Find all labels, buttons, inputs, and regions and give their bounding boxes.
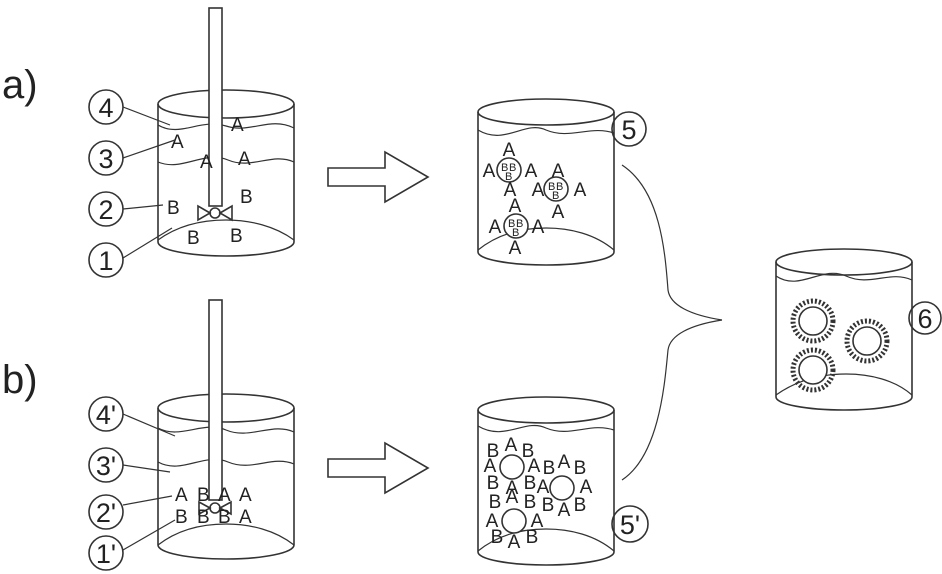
svg-text:A: A bbox=[200, 152, 213, 173]
coated-particle bbox=[790, 298, 836, 344]
svg-text:B: B bbox=[574, 458, 587, 479]
svg-text:B: B bbox=[512, 227, 519, 239]
svg-text:B: B bbox=[552, 190, 559, 202]
svg-text:B: B bbox=[543, 458, 556, 479]
svg-text:B: B bbox=[548, 181, 555, 193]
svg-text:A: A bbox=[574, 180, 587, 201]
svg-text:A: A bbox=[505, 435, 518, 456]
svg-text:A: A bbox=[552, 161, 565, 182]
svg-text:A: A bbox=[509, 238, 522, 259]
svg-text:6: 6 bbox=[917, 304, 932, 334]
svg-text:5: 5 bbox=[621, 115, 636, 145]
svg-text:A: A bbox=[484, 456, 497, 477]
svg-text:A: A bbox=[506, 478, 519, 499]
svg-text:A: A bbox=[580, 477, 593, 498]
svg-text:A: A bbox=[239, 485, 252, 506]
stirrer-shaft bbox=[208, 7, 223, 207]
arrow-b bbox=[327, 441, 430, 495]
panel-label-a: a) bbox=[2, 63, 38, 107]
svg-text:4': 4' bbox=[96, 400, 116, 430]
svg-text:3': 3' bbox=[96, 451, 116, 481]
reactor-a: A A A A B B B B bbox=[157, 7, 295, 257]
svg-text:3: 3 bbox=[98, 144, 113, 174]
impeller-icon-b bbox=[198, 500, 232, 516]
stirrer-shaft-b bbox=[208, 299, 223, 501]
svg-text:B: B bbox=[574, 495, 587, 516]
result-6: 6 bbox=[775, 248, 942, 411]
svg-text:B: B bbox=[501, 162, 508, 174]
svg-text:A: A bbox=[238, 149, 251, 170]
svg-text:B: B bbox=[556, 181, 563, 193]
svg-text:B: B bbox=[526, 527, 539, 548]
svg-text:A: A bbox=[239, 507, 252, 528]
svg-text:B: B bbox=[175, 507, 188, 528]
svg-text:B: B bbox=[524, 473, 537, 494]
svg-text:B: B bbox=[524, 492, 537, 513]
svg-text:B: B bbox=[508, 218, 515, 230]
svg-text:B: B bbox=[542, 495, 555, 516]
svg-text:B: B bbox=[516, 218, 523, 230]
svg-text:A: A bbox=[218, 485, 231, 506]
svg-text:2': 2' bbox=[96, 498, 116, 528]
svg-text:5': 5' bbox=[620, 510, 640, 540]
svg-text:A: A bbox=[509, 196, 522, 217]
svg-text:A: A bbox=[508, 532, 521, 553]
svg-text:B: B bbox=[487, 473, 500, 494]
svg-text:A: A bbox=[531, 511, 544, 532]
svg-text:B: B bbox=[230, 226, 243, 247]
arrow-a bbox=[327, 150, 430, 204]
svg-text:A: A bbox=[503, 140, 516, 161]
svg-text:A: A bbox=[552, 202, 565, 223]
svg-text:1': 1' bbox=[96, 539, 116, 569]
svg-text:A: A bbox=[532, 217, 545, 238]
svg-text:B: B bbox=[197, 507, 210, 528]
coated-particle bbox=[790, 347, 836, 393]
merge-brace bbox=[621, 164, 723, 481]
impeller-icon bbox=[197, 204, 233, 222]
svg-text:B: B bbox=[218, 507, 231, 528]
svg-text:A: A bbox=[483, 161, 496, 182]
svg-text:A: A bbox=[486, 511, 499, 532]
callouts-a: 4 3 2 1 bbox=[88, 89, 176, 278]
svg-text:B: B bbox=[489, 492, 502, 513]
svg-text:A: A bbox=[171, 132, 184, 153]
svg-text:A: A bbox=[558, 500, 571, 521]
svg-text:B: B bbox=[491, 527, 504, 548]
svg-text:A: A bbox=[231, 115, 244, 136]
svg-text:B: B bbox=[505, 171, 512, 183]
reactor-b: A B A A B B B A bbox=[157, 299, 295, 560]
svg-text:A: A bbox=[506, 487, 519, 508]
coated-particle bbox=[844, 318, 890, 364]
svg-text:B: B bbox=[487, 441, 500, 462]
callouts-b: 4' 3' 2' 1' bbox=[88, 396, 176, 571]
svg-text:A: A bbox=[528, 456, 541, 477]
svg-text:A: A bbox=[504, 180, 517, 201]
svg-text:B: B bbox=[167, 198, 180, 219]
svg-text:A: A bbox=[489, 217, 502, 238]
svg-text:B: B bbox=[197, 485, 210, 506]
panel-label-b: b) bbox=[2, 358, 38, 402]
svg-text:B: B bbox=[240, 187, 253, 208]
svg-text:A: A bbox=[175, 485, 188, 506]
svg-text:B: B bbox=[522, 441, 535, 462]
svg-text:B: B bbox=[187, 228, 200, 249]
svg-text:2: 2 bbox=[98, 195, 113, 225]
svg-text:A: A bbox=[558, 452, 571, 473]
svg-text:B: B bbox=[509, 162, 516, 174]
svg-text:A: A bbox=[532, 180, 545, 201]
svg-text:A: A bbox=[537, 477, 550, 498]
svg-text:A: A bbox=[525, 161, 538, 182]
svg-text:1: 1 bbox=[98, 246, 113, 276]
svg-text:4: 4 bbox=[98, 93, 113, 123]
